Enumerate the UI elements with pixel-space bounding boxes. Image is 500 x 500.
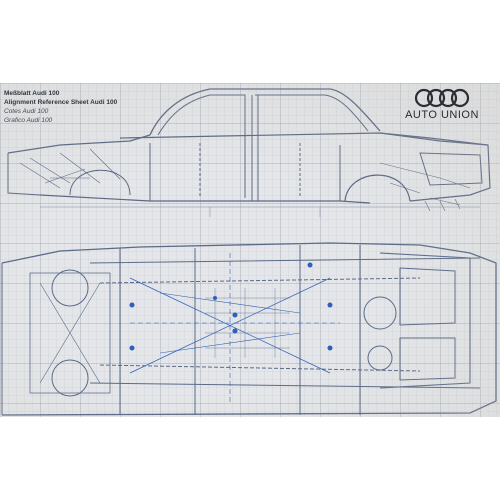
four-rings-logo-icon: [414, 88, 470, 108]
sheet-title-block: Meßblatt Audi 100 Alignment Reference Sh…: [4, 89, 117, 125]
sheet-title-french: Cotes Audi 100: [4, 108, 49, 115]
sheet-title-english: Alignment Reference Sheet Audi 100: [4, 99, 118, 106]
side-view: [7, 88, 491, 217]
sheet-title-german: Meßblatt Audi 100: [4, 90, 60, 97]
blueprint-drawing: [1, 88, 497, 416]
brand-name: AUTO UNION: [405, 109, 479, 121]
alignment-sheet: Meßblatt Audi 100 Alignment Reference Sh…: [0, 83, 500, 417]
plan-view: [1, 242, 497, 416]
sheet-title-italian: Grafico Audi 100: [4, 117, 53, 124]
measurement-points: [129, 262, 333, 351]
